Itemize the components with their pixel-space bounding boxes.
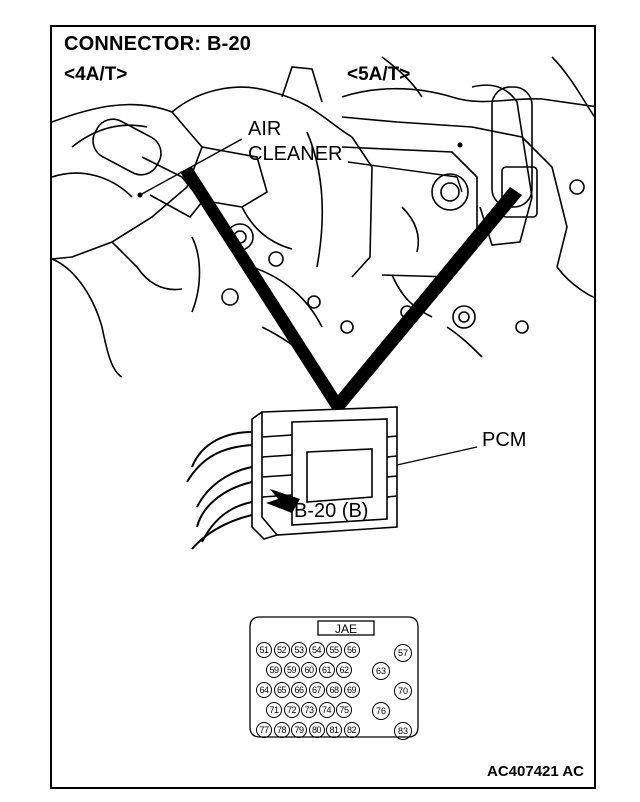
connector-pin: 62	[336, 662, 352, 678]
connector-pin: 65	[273, 682, 290, 698]
connector-pin: 68	[326, 682, 342, 698]
connector-pin: 59	[283, 662, 300, 678]
connector-pin: 55	[326, 642, 342, 658]
connector-pin: 77	[256, 722, 272, 738]
connector-pin: 59	[266, 662, 282, 678]
engine-bay-left	[52, 66, 373, 378]
connector-pin-right: 70	[394, 682, 412, 700]
diagram-frame: CONNECTOR: B-20 <4A/T> <5A/T> AIR CLEANE…	[50, 25, 596, 789]
pcm-label: PCM	[482, 429, 527, 451]
connector-pin: 81	[326, 722, 342, 738]
connector-pin: 51	[256, 642, 272, 658]
connector-pin: 60	[301, 662, 317, 678]
connector-pin: 71	[266, 702, 282, 718]
connector-pin: 54	[308, 642, 325, 658]
air-cleaner-label-line1: AIR	[248, 118, 282, 140]
engine-bay-right	[341, 56, 594, 358]
air-cleaner-label-line2: CLEANER	[248, 143, 343, 165]
connector-pin: 82	[343, 722, 360, 738]
connector-pin: 56	[343, 642, 360, 658]
connector-pin-right: 63	[372, 662, 390, 680]
connector-callout-label: B-20 (B)	[294, 500, 369, 522]
connector-pin: 69	[343, 682, 360, 698]
figure-code: AC407421 AC	[487, 763, 584, 780]
connector-pin: 72	[283, 702, 300, 718]
variant-right-label: <5A/T>	[347, 64, 411, 85]
connector-pin: 52	[273, 642, 290, 658]
connector-pin: 64	[256, 682, 272, 698]
engine-bay-illustration	[52, 56, 594, 738]
connector-pin: 75	[336, 702, 352, 718]
connector-pin: 78	[273, 722, 290, 738]
connector-pin: 53	[291, 642, 307, 658]
connector-pin-right: 76	[372, 702, 390, 720]
connector-maker-label: JAE	[334, 622, 357, 636]
connector-title: CONNECTOR: B-20	[64, 33, 252, 55]
connector-pin: 80	[308, 722, 325, 738]
connector-pin: 73	[301, 702, 317, 718]
connector-pin-right: 83	[394, 722, 412, 740]
connector-pin: 67	[308, 682, 325, 698]
variant-left-label: <4A/T>	[64, 64, 128, 85]
connector-pin: 66	[291, 682, 307, 698]
pcm-wires	[186, 431, 253, 550]
leader-lines	[137, 138, 478, 466]
connector-pin: 79	[291, 722, 307, 738]
connector-pin: 61	[318, 662, 335, 678]
connector-arrow	[266, 489, 300, 513]
connector-pin-right: 57	[394, 644, 412, 662]
connector-pin: 74	[318, 702, 335, 718]
harness-bundle	[180, 167, 522, 409]
